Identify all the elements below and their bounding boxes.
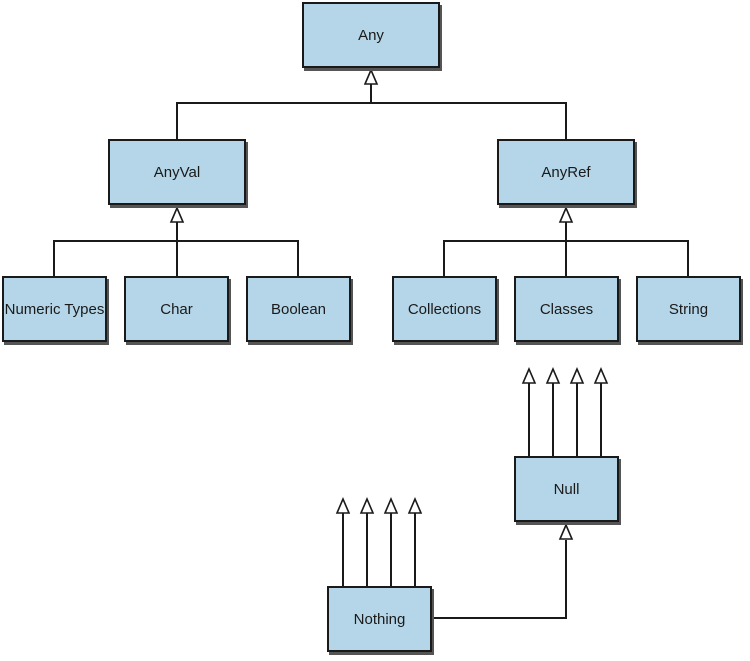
node-any: Any xyxy=(302,2,440,68)
node-classes: Classes xyxy=(514,276,619,342)
node-boolean: Boolean xyxy=(246,276,351,342)
edge-string-to-anyref xyxy=(566,240,689,276)
arrowhead-anyref xyxy=(559,207,573,223)
node-string: String xyxy=(636,276,741,342)
node-numeric-types: Numeric Types xyxy=(2,276,107,342)
edge-anyref-to-any xyxy=(371,102,567,139)
arrowhead-nothing-up-3 xyxy=(384,498,398,514)
node-nothing: Nothing xyxy=(327,586,432,652)
arrowhead-null-up-4 xyxy=(594,368,608,384)
arrowhead-nothing-up-1 xyxy=(336,498,350,514)
node-collections: Collections xyxy=(392,276,497,342)
node-anyval: AnyVal xyxy=(108,139,246,205)
node-anyval-label: AnyVal xyxy=(153,163,201,181)
node-any-label: Any xyxy=(358,26,384,44)
node-string-label: String xyxy=(668,300,709,318)
edge-boolean-to-anyval xyxy=(177,240,299,276)
node-numeric-types-label: Numeric Types xyxy=(4,300,105,318)
arrowhead-null xyxy=(559,524,573,540)
arrowhead-any xyxy=(364,69,378,85)
node-null: Null xyxy=(514,456,619,522)
edge-numeric-types-to-anyval xyxy=(53,222,178,276)
node-collections-label: Collections xyxy=(407,300,482,318)
node-nothing-label: Nothing xyxy=(353,610,406,628)
edge-nothing-to-null xyxy=(432,540,567,619)
node-char-label: Char xyxy=(160,300,193,318)
arrowhead-nothing-up-4 xyxy=(408,498,422,514)
arrowhead-null-up-3 xyxy=(570,368,584,384)
arrowhead-null-up-1 xyxy=(522,368,536,384)
arrowhead-null-up-2 xyxy=(546,368,560,384)
node-boolean-label: Boolean xyxy=(270,300,327,318)
node-null-label: Null xyxy=(553,480,580,498)
node-anyref-label: AnyRef xyxy=(541,163,591,181)
node-anyref: AnyRef xyxy=(497,139,635,205)
node-classes-label: Classes xyxy=(539,300,594,318)
edge-anyval-to-any xyxy=(176,84,372,139)
arrowhead-anyval xyxy=(170,207,184,223)
node-char: Char xyxy=(124,276,229,342)
edge-collections-to-anyref xyxy=(443,222,567,276)
arrowhead-nothing-up-2 xyxy=(360,498,374,514)
